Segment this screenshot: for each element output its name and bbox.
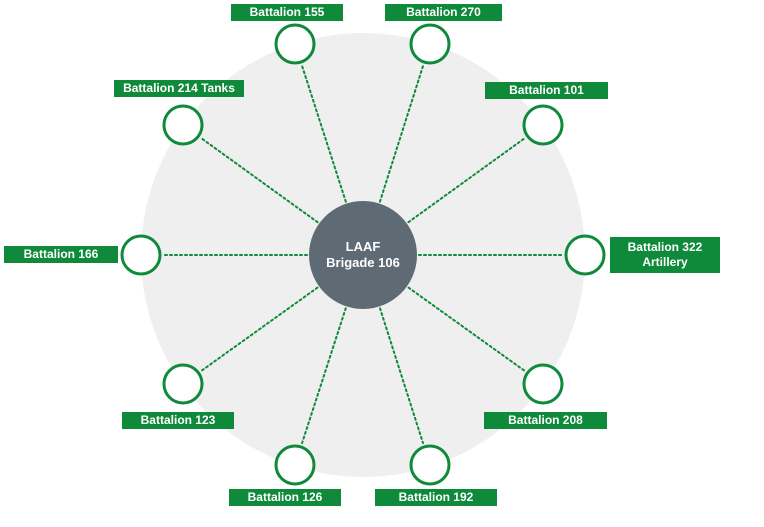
battalion-label-b192: Battalion 192 [375,489,497,506]
battalion-label-b270: Battalion 270 [385,4,502,21]
connector-b270 [378,64,425,203]
connector-b208 [407,286,526,372]
hub-label: LAAF Brigade 106 [326,239,400,270]
battalion-label-b322: Battalion 322 Artillery [610,237,720,273]
battalion-node-group [120,23,606,486]
connector-b101 [407,137,526,224]
battalion-label-b214: Battalion 214 Tanks [114,80,244,97]
battalion-node-b214 [162,104,204,146]
connector-b155 [301,64,347,203]
battalion-label-b166: Battalion 166 [4,246,118,263]
connector-b192 [379,307,425,445]
battalion-label-b126: Battalion 126 [229,489,341,506]
connector-b123 [200,286,319,372]
battalion-label-b101: Battalion 101 [485,82,608,99]
battalion-node-b208 [522,363,564,405]
battalion-node-b166 [120,234,162,276]
battalion-node-b123 [162,363,204,405]
hub-node [309,201,417,309]
connector-group [163,64,563,445]
connector-b126 [301,307,347,445]
connector-b214 [200,137,319,224]
battalion-node-b155 [274,23,316,65]
battalion-label-b208: Battalion 208 [484,412,607,429]
battalion-node-b270 [409,23,451,65]
battalion-label-b123: Battalion 123 [122,412,234,429]
battalion-node-b101 [522,104,564,146]
battalion-node-b126 [274,444,316,486]
battalion-label-b155: Battalion 155 [231,4,343,21]
battalion-node-b322 [564,234,606,276]
battalion-node-b192 [409,444,451,486]
